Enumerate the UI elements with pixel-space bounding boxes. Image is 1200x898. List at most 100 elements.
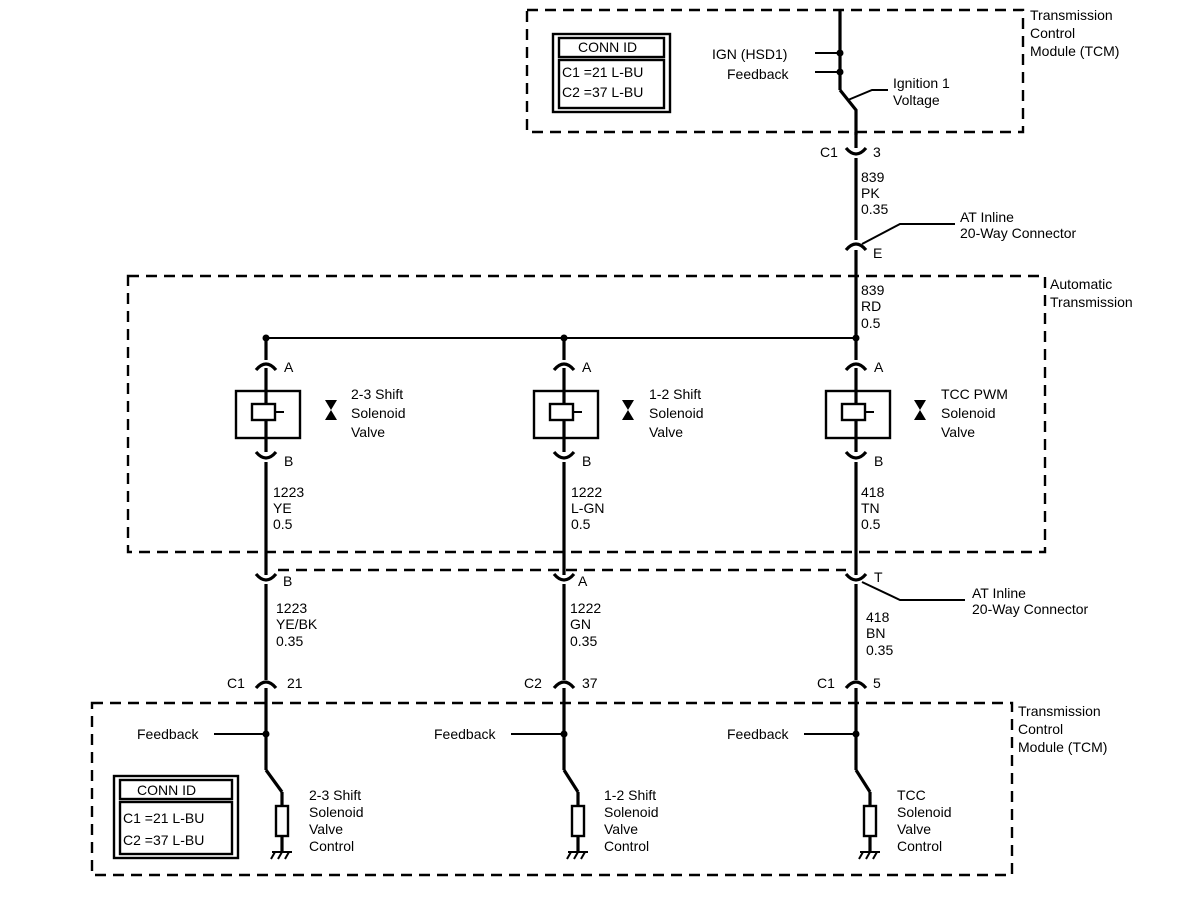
sol3-coil [840, 402, 867, 422]
sol2-pin-a: A [582, 359, 592, 375]
driver1-ground-icon [270, 851, 292, 860]
solenoid-2-3-shift: A 2-3 Shift Solenoid Valve B 1223 YE 0.5 [234, 338, 406, 575]
lower-wire-3-connector-symbol [844, 680, 868, 690]
wire-839-pk-circuit: 839 [861, 169, 885, 185]
sol2-pin-b: B [582, 453, 591, 469]
sol3-label-1: TCC PWM [941, 386, 1008, 402]
driver1-resistor-icon [274, 804, 290, 838]
auto-trans-label-1: Automatic [1050, 276, 1112, 292]
driver1-label-3: Valve [309, 821, 343, 837]
conn-c1-top-pin: 3 [873, 144, 881, 160]
sol1-pin-b: B [284, 453, 293, 469]
driver3-resistor-icon [862, 804, 878, 838]
conn-id-table-top-row-1: C1 =21 L-BU [562, 64, 643, 80]
wire-839-pk-gauge: 0.35 [861, 201, 888, 217]
inline-top-connector-symbol [844, 242, 868, 252]
conn-id-table-bottom-body-frame [118, 800, 234, 856]
sol3-pin-a: A [874, 359, 884, 375]
sol2-wire-circuit: 1222 [571, 484, 602, 500]
sol3-pin-b-symbol [844, 450, 868, 460]
wire-839-pk-color: PK [861, 185, 880, 201]
sol3-wire-color: TN [861, 500, 880, 516]
conn-id-table-bottom-row-1: C1 =21 L-BU [123, 810, 204, 826]
lower-wire-1-color: YE/BK [276, 616, 318, 632]
lower-wire-1-connector-symbol [254, 680, 278, 690]
driver3-feedback-node [852, 730, 860, 738]
conn-id-table-bottom-header: CONN ID [137, 782, 196, 798]
tcm-bottom-module: Transmission Control Module (TCM) CONN I… [90, 688, 1107, 877]
conn-id-table-top-row-2: C2 =37 L-BU [562, 84, 643, 100]
sol1-coil [250, 402, 277, 422]
tcm-top-boundary [525, 8, 1025, 134]
auto-trans-boundary [126, 274, 1047, 554]
driver2-label-3: Valve [604, 821, 638, 837]
inline-top-label-1: AT Inline [960, 209, 1014, 225]
driver1-feedback-label: Feedback [137, 726, 199, 742]
inline-bottom-symbol-2 [552, 572, 576, 582]
driver3-ground-icon [858, 851, 880, 860]
inline-bottom-pin-2: A [578, 573, 588, 589]
lower-wire-2-connector-symbol [552, 680, 576, 690]
conn-id-table-top-header: CONN ID [578, 39, 637, 55]
sol3-label-3: Valve [941, 424, 975, 440]
driver-1-2-shift: Feedback 1-2 Shift Solenoid Valve Contro… [434, 688, 659, 860]
lower-wire-2-gauge: 0.35 [570, 633, 597, 649]
driver2-resistor-icon [570, 804, 586, 838]
driver3-label-4: Control [897, 838, 942, 854]
lower-wire-1: 1223 YE/BK 0.35 C1 21 [227, 584, 318, 691]
sol2-body [532, 389, 600, 440]
tcm-top-label-3: Module (TCM) [1030, 43, 1119, 59]
pin-ign-label: IGN (HSD1) [712, 46, 787, 62]
conn-id-table-top-body-frame [557, 58, 666, 110]
conn-id-table-bottom-row-2: C2 =37 L-BU [123, 832, 204, 848]
conn-c1-top-symbol [844, 146, 868, 156]
tcm-top-label-1: Transmission [1030, 7, 1113, 23]
inline-bottom-leader [861, 581, 965, 601]
sol2-coil [548, 402, 575, 422]
conn-c1-top-name: C1 [820, 144, 838, 160]
conn-id-table-bottom-header-frame [118, 778, 234, 801]
lower-wire-2-conn: C2 [524, 675, 542, 691]
driver3-label-2: Solenoid [897, 804, 952, 820]
tcm-top-label-2: Control [1030, 25, 1075, 41]
sol1-pin-a: A [284, 359, 294, 375]
ignition-label-1: Ignition 1 [893, 75, 950, 91]
sol3-body [824, 389, 892, 440]
tcm-bottom-label-1: Transmission [1018, 703, 1101, 719]
inline-bottom-symbol-3 [844, 572, 868, 582]
auto-trans-label-2: Transmission [1050, 294, 1133, 310]
solenoid-tcc-pwm: A TCC PWM Solenoid Valve B 418 TN 0.5 [824, 338, 1008, 575]
lower-wire-1-pin: 21 [287, 675, 303, 691]
lower-wire-3-gauge: 0.35 [866, 642, 893, 658]
driver2-ground-icon [566, 851, 588, 860]
lower-wire-2-pin: 37 [582, 675, 598, 691]
inline-bottom-symbol-1 [254, 572, 278, 582]
sol2-label-3: Valve [649, 424, 683, 440]
driver2-feedback-node [560, 730, 568, 738]
driver1-label-4: Control [309, 838, 354, 854]
driver1-switch [264, 769, 284, 793]
driver2-label-1: 1-2 Shift [604, 787, 656, 803]
sol1-label-2: Solenoid [351, 405, 406, 421]
conn-id-table-bottom-frame [112, 774, 240, 860]
conn-id-table-top-header-frame [557, 36, 666, 59]
solenoid-1-2-shift: A 1-2 Shift Solenoid Valve B 1222 L-GN 0… [532, 338, 704, 575]
ign-junction [836, 49, 844, 57]
sol2-wire-color: L-GN [571, 500, 604, 516]
ignition-leader [847, 89, 888, 101]
inline-connector-bottom: B A T AT Inline 20-Way Connector [254, 568, 1089, 617]
inline-bottom-pin-3: T [874, 569, 883, 585]
sol3-label-2: Solenoid [941, 405, 996, 421]
driver3-label-1: TCC [897, 787, 926, 803]
sol1-wire-circuit: 1223 [273, 484, 304, 500]
inline-bottom-label-2: 20-Way Connector [972, 601, 1089, 617]
lower-wire-3-color: BN [866, 625, 885, 641]
sol2-pin-a-symbol [552, 362, 576, 372]
lower-wire-3-pin: 5 [873, 675, 881, 691]
lower-wire-3-circuit: 418 [866, 609, 890, 625]
driver3-switch [854, 769, 872, 793]
driver2-label-2: Solenoid [604, 804, 659, 820]
sol3-pin-b: B [874, 453, 883, 469]
driver1-label-1: 2-3 Shift [309, 787, 361, 803]
